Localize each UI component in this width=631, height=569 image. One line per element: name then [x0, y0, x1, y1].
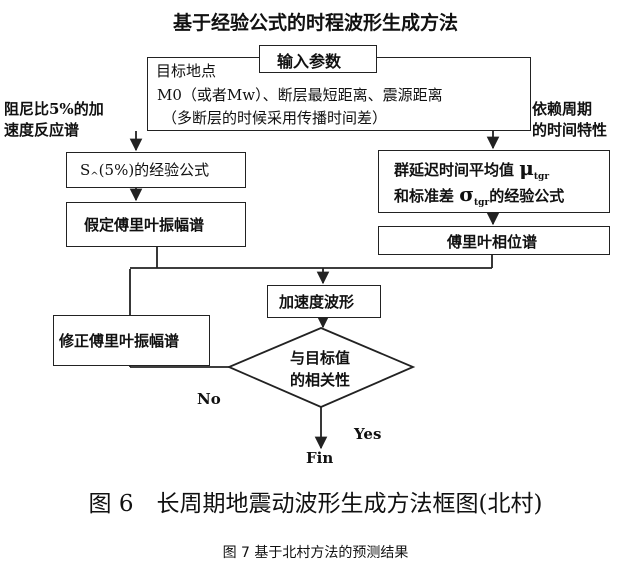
decision-line1: 与目标值: [290, 349, 351, 367]
left-note-line1: 阻尼比5%的加: [4, 100, 104, 118]
left-note-line2: 速度反应谱: [4, 121, 80, 139]
mu-symbol: μ: [519, 156, 534, 180]
right-note-line1: 依赖周期: [532, 100, 593, 118]
input-header-label: 输入参数: [277, 52, 342, 71]
assumed-fourier-label: 假定傅里叶振幅谱: [84, 216, 205, 234]
modify-fourier-label: 修正傅里叶振幅谱: [59, 332, 180, 350]
decision-diamond: [226, 327, 416, 408]
sigma-symbol: σ: [459, 182, 474, 206]
acceleration-waveform-label: 加速度波形: [279, 293, 355, 311]
decision-line2: 的相关性: [290, 371, 351, 389]
target-site-label: 目标地点: [156, 62, 217, 80]
sigma-subscript: tgr: [474, 198, 490, 208]
figure-caption-sub: 图 7 基于北村方法的预测结果: [222, 545, 409, 561]
sa-symbol: S: [80, 161, 91, 179]
fourier-phase-box: [378, 226, 610, 255]
sa-subscript-mark: ^: [90, 171, 99, 182]
group-delay-line2: 和标准差 σtgr的经验公式: [394, 182, 564, 208]
group-delay-box: [378, 150, 610, 213]
sa-formula-text: (5%)的经验公式: [98, 161, 210, 179]
sa-empirical-label: S^(5%)的经验公式: [80, 159, 210, 182]
empirical-text: 的经验公式: [489, 187, 565, 205]
assumed-fourier-box: [66, 202, 246, 247]
fourier-phase-label: 傅里叶相位谱: [447, 233, 538, 251]
multi-fault-note: （多断层的时候采用传播时间差）: [162, 109, 388, 127]
group-delay-line1: 群延迟时间平均值 μtgr: [394, 156, 549, 182]
fin-label: Fin: [306, 449, 334, 467]
diagram-title: 基于经验公式的时程波形生成方法: [172, 12, 458, 34]
no-label: No: [197, 390, 221, 408]
yes-label: Yes: [354, 425, 382, 443]
right-note-line2: 的时间特性: [532, 121, 608, 139]
sa-empirical-box: [66, 152, 246, 188]
std-text: 和标准差: [394, 187, 455, 205]
mu-subscript: tgr: [533, 172, 550, 182]
modify-fourier-box: [53, 315, 210, 366]
figure-caption-main: 图 6 长周期地震动波形生成方法框图(北村): [88, 491, 543, 517]
input-header-box: [259, 45, 377, 73]
magnitude-distance-label: M0（或者Mw）、断层最短距离、震源距离: [157, 86, 443, 104]
acceleration-waveform-box: [267, 285, 381, 318]
group-delay-mean-text: 群延迟时间平均值: [394, 161, 515, 179]
